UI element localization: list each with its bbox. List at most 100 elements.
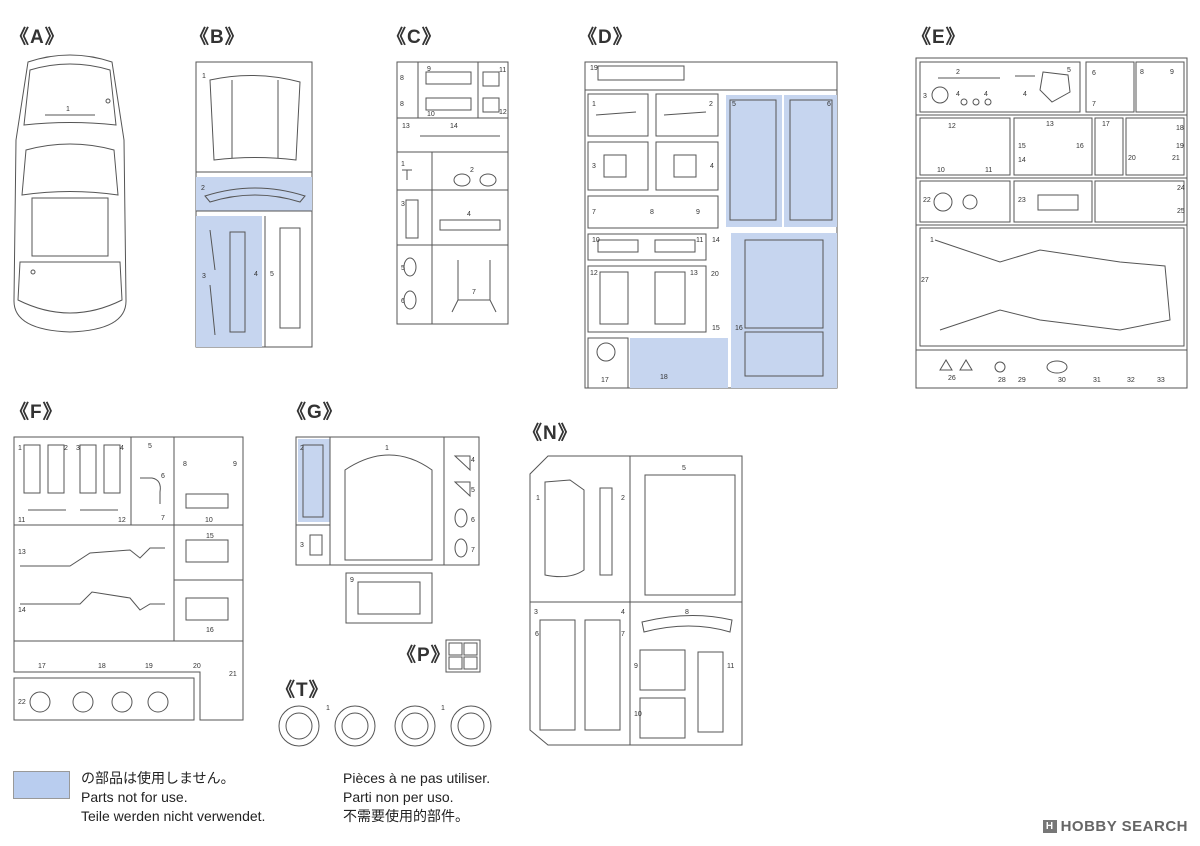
- part-number: 5: [270, 271, 274, 278]
- part-number: 16: [735, 325, 743, 332]
- part-number: 6: [161, 473, 165, 480]
- legend-jp: の部品は使用しません。: [81, 770, 235, 786]
- part-number: 9: [427, 66, 431, 73]
- section-label-g: 《G》: [287, 402, 343, 423]
- part-number: 2: [709, 101, 713, 108]
- part-number: 3: [300, 542, 304, 549]
- sprue-c: 8 8 9 10 11 12 13 14 1 2 3 4 5 6 7: [396, 61, 509, 325]
- part-number: 9: [696, 209, 700, 216]
- part-number: 20: [711, 271, 719, 278]
- part-number: 3: [76, 445, 80, 452]
- part-number: 4: [956, 91, 960, 98]
- part-number: 6: [471, 517, 475, 524]
- part-number: 6: [827, 101, 831, 108]
- section-label-p: 《P》: [397, 645, 451, 666]
- part-number: 13: [1046, 121, 1054, 128]
- part-number: 2: [64, 445, 68, 452]
- part-number: 1: [592, 101, 596, 108]
- part-number: 33: [1157, 377, 1165, 384]
- part-number: 1: [536, 495, 540, 502]
- part-number: 3: [534, 609, 538, 616]
- sprue-n: 1 2 3 4 5 6 7 8 9 10 11: [529, 455, 743, 746]
- part-number: 5: [682, 465, 686, 472]
- part-number: 29: [1018, 377, 1026, 384]
- part-number: 8: [685, 609, 689, 616]
- part-number: 20: [1128, 155, 1136, 162]
- part-number: 4: [710, 163, 714, 170]
- part-number: 19: [145, 663, 153, 670]
- part-number: 1: [441, 705, 445, 712]
- part-number: 6: [1092, 70, 1096, 77]
- part-number: 7: [161, 515, 165, 522]
- part-number: 24: [1177, 185, 1185, 192]
- section-label-b: 《B》: [190, 27, 245, 48]
- part-number: 3: [401, 201, 405, 208]
- part-number: 14: [712, 237, 720, 244]
- part-number: 9: [350, 577, 354, 584]
- part-number: 15: [1018, 143, 1026, 150]
- part-number: 8: [650, 209, 654, 216]
- part-number: 9: [233, 461, 237, 468]
- part-number: 12: [118, 517, 126, 524]
- part-number: 6: [401, 298, 405, 305]
- part-number: 5: [732, 101, 736, 108]
- part-number: 25: [1177, 208, 1185, 215]
- part-number: 2: [201, 185, 205, 192]
- part-number: 13: [402, 123, 410, 130]
- part-number: 15: [206, 533, 214, 540]
- sprue-a: 1: [13, 54, 127, 333]
- part-number: 5: [1067, 67, 1071, 74]
- part-number: 10: [205, 517, 213, 524]
- part-number: 9: [1170, 69, 1174, 76]
- part-number: 4: [621, 609, 625, 616]
- part-number: 4: [254, 271, 258, 278]
- part-number: 30: [1058, 377, 1066, 384]
- part-number: 10: [427, 111, 435, 118]
- part-number: 22: [18, 699, 26, 706]
- part-number: 16: [206, 627, 214, 634]
- part-number: 7: [471, 547, 475, 554]
- part-number: 4: [471, 457, 475, 464]
- part-number: 18: [98, 663, 106, 670]
- sprue-b: 1 2 3 4 5: [195, 61, 313, 348]
- part-number: 7: [1092, 101, 1096, 108]
- part-number: 21: [1172, 155, 1180, 162]
- part-number: 17: [1102, 121, 1110, 128]
- sprue-d: 19 1 2 3 4 5 6 7 8 9 10 11 12 13 14 15 1…: [584, 61, 838, 389]
- part-number: 7: [592, 209, 596, 216]
- part-number: 1: [385, 445, 389, 452]
- part-number: 17: [38, 663, 46, 670]
- part-number: 1: [18, 445, 22, 452]
- part-number: 10: [634, 711, 642, 718]
- part-number: 7: [621, 631, 625, 638]
- part-number: 16: [1076, 143, 1084, 150]
- part-number: 6: [535, 631, 539, 638]
- part-number: 1: [930, 237, 934, 244]
- legend-it: Parti non per uso.: [343, 789, 454, 805]
- part-number: 15: [712, 325, 720, 332]
- part-number: 26: [948, 375, 956, 382]
- part-number: 19: [1176, 143, 1184, 150]
- part-number: 8: [400, 101, 404, 108]
- watermark-text: HOBBY SEARCH: [1060, 818, 1188, 835]
- part-number: 2: [956, 69, 960, 76]
- section-label-e: 《E》: [912, 27, 966, 48]
- part-number: 1: [326, 705, 330, 712]
- part-number: 22: [923, 197, 931, 204]
- part-number: 8: [400, 75, 404, 82]
- part-number: 8: [1140, 69, 1144, 76]
- part-number: 20: [193, 663, 201, 670]
- part-number: 2: [621, 495, 625, 502]
- part-number: 18: [1176, 125, 1184, 132]
- part-number: 11: [18, 517, 25, 524]
- part-number: 10: [592, 237, 600, 244]
- part-number: 4: [467, 211, 471, 218]
- part-number: 31: [1093, 377, 1101, 384]
- part-number: 28: [998, 377, 1006, 384]
- part-number: 4: [120, 445, 124, 452]
- section-label-n: 《N》: [523, 423, 578, 444]
- sprue-e: 2 3 4 4 4 5 6 7 8 9 10 11 12 13 14 15 16…: [915, 57, 1188, 389]
- section-label-c: 《C》: [387, 27, 442, 48]
